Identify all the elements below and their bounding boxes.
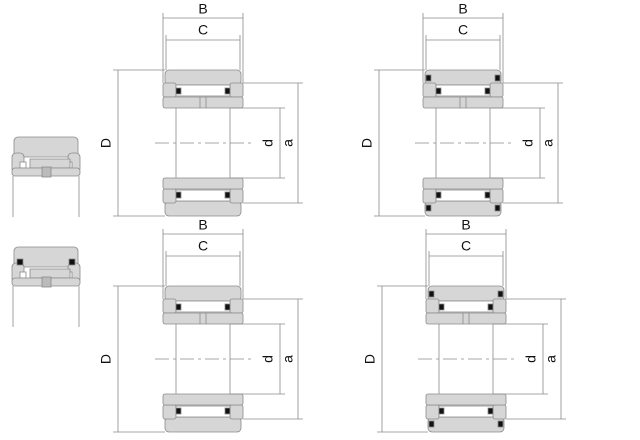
inner-ring	[425, 312, 507, 325]
thumb-lube-hole	[41, 276, 52, 288]
thumb-outer-ring	[13, 136, 79, 158]
seal	[428, 290, 435, 298]
label-D: D	[98, 354, 114, 364]
label-B: B	[458, 1, 467, 17]
needle-roller	[175, 407, 182, 415]
side-ring-right	[229, 404, 244, 420]
inner-ring	[162, 96, 244, 109]
label-a: a	[540, 139, 556, 147]
side-ring-right	[492, 404, 507, 420]
label-D: D	[362, 354, 378, 364]
cage-space	[175, 84, 231, 97]
outer-ring	[164, 200, 242, 217]
seal	[497, 290, 504, 298]
needle-roller	[487, 303, 494, 311]
seal	[425, 74, 432, 82]
seal	[497, 420, 504, 428]
thumb-outer-ring	[13, 246, 79, 268]
thumb-sealed	[11, 246, 81, 327]
inner-ring	[422, 96, 504, 109]
side-ring-left	[422, 82, 437, 98]
label-C: C	[198, 238, 208, 254]
needle-roller	[438, 303, 445, 311]
thumb-plain	[11, 136, 81, 217]
cage-space	[175, 300, 231, 313]
label-B: B	[461, 217, 470, 233]
label-D: D	[359, 138, 375, 148]
side-ring-left	[162, 188, 177, 204]
outer-ring	[424, 69, 502, 86]
label-d: d	[260, 139, 276, 147]
label-a: a	[543, 355, 559, 363]
thumb-seal	[16, 258, 24, 266]
needle-roller	[224, 407, 231, 415]
label-a: a	[280, 355, 296, 363]
seal	[494, 74, 501, 82]
needle-roller	[224, 87, 231, 95]
label-B: B	[198, 1, 207, 17]
inner-ring	[162, 393, 244, 406]
needle-roller	[175, 87, 182, 95]
side-ring-right	[229, 188, 244, 204]
needle-roller	[435, 87, 442, 95]
side-ring-right	[229, 82, 244, 98]
needle-roller	[224, 191, 231, 199]
outer-ring	[164, 285, 242, 302]
side-ring-left	[425, 404, 440, 420]
cage-space	[435, 189, 491, 202]
label-C: C	[461, 238, 471, 254]
side-ring-right	[229, 298, 244, 314]
label-d: d	[260, 355, 276, 363]
label-B: B	[198, 217, 207, 233]
cage-space	[175, 189, 231, 202]
cage-space	[175, 405, 231, 418]
needle-roller	[435, 191, 442, 199]
label-d: d	[523, 355, 539, 363]
side-ring-right	[489, 188, 504, 204]
seal	[494, 204, 501, 212]
inner-ring	[422, 177, 504, 190]
thumb-roller	[19, 161, 27, 169]
inner-ring	[162, 312, 244, 325]
outer-ring	[424, 200, 502, 217]
seal	[428, 420, 435, 428]
side-ring-right	[489, 82, 504, 98]
inner-ring	[425, 393, 507, 406]
side-ring-left	[162, 82, 177, 98]
side-ring-left	[422, 188, 437, 204]
cage-space	[438, 405, 494, 418]
side-ring-right	[492, 298, 507, 314]
seal	[425, 204, 432, 212]
needle-roller	[175, 303, 182, 311]
outer-ring	[427, 416, 505, 433]
needle-roller	[484, 87, 491, 95]
thumb-seal	[68, 258, 76, 266]
label-D: D	[98, 138, 114, 148]
side-ring-left	[162, 404, 177, 420]
needle-roller	[438, 407, 445, 415]
thumb-lube-hole	[41, 166, 52, 178]
needle-roller	[224, 303, 231, 311]
inner-ring	[162, 177, 244, 190]
needle-roller	[484, 191, 491, 199]
outer-ring	[164, 69, 242, 86]
label-C: C	[198, 22, 208, 38]
outer-ring	[164, 416, 242, 433]
label-d: d	[520, 139, 536, 147]
thumb-roller	[19, 271, 27, 279]
needle-roller	[487, 407, 494, 415]
cage-space	[435, 84, 491, 97]
side-ring-left	[425, 298, 440, 314]
needle-roller	[175, 191, 182, 199]
label-C: C	[458, 22, 468, 38]
side-ring-left	[162, 298, 177, 314]
label-a: a	[280, 139, 296, 147]
cage-space	[438, 300, 494, 313]
outer-ring	[427, 285, 505, 302]
